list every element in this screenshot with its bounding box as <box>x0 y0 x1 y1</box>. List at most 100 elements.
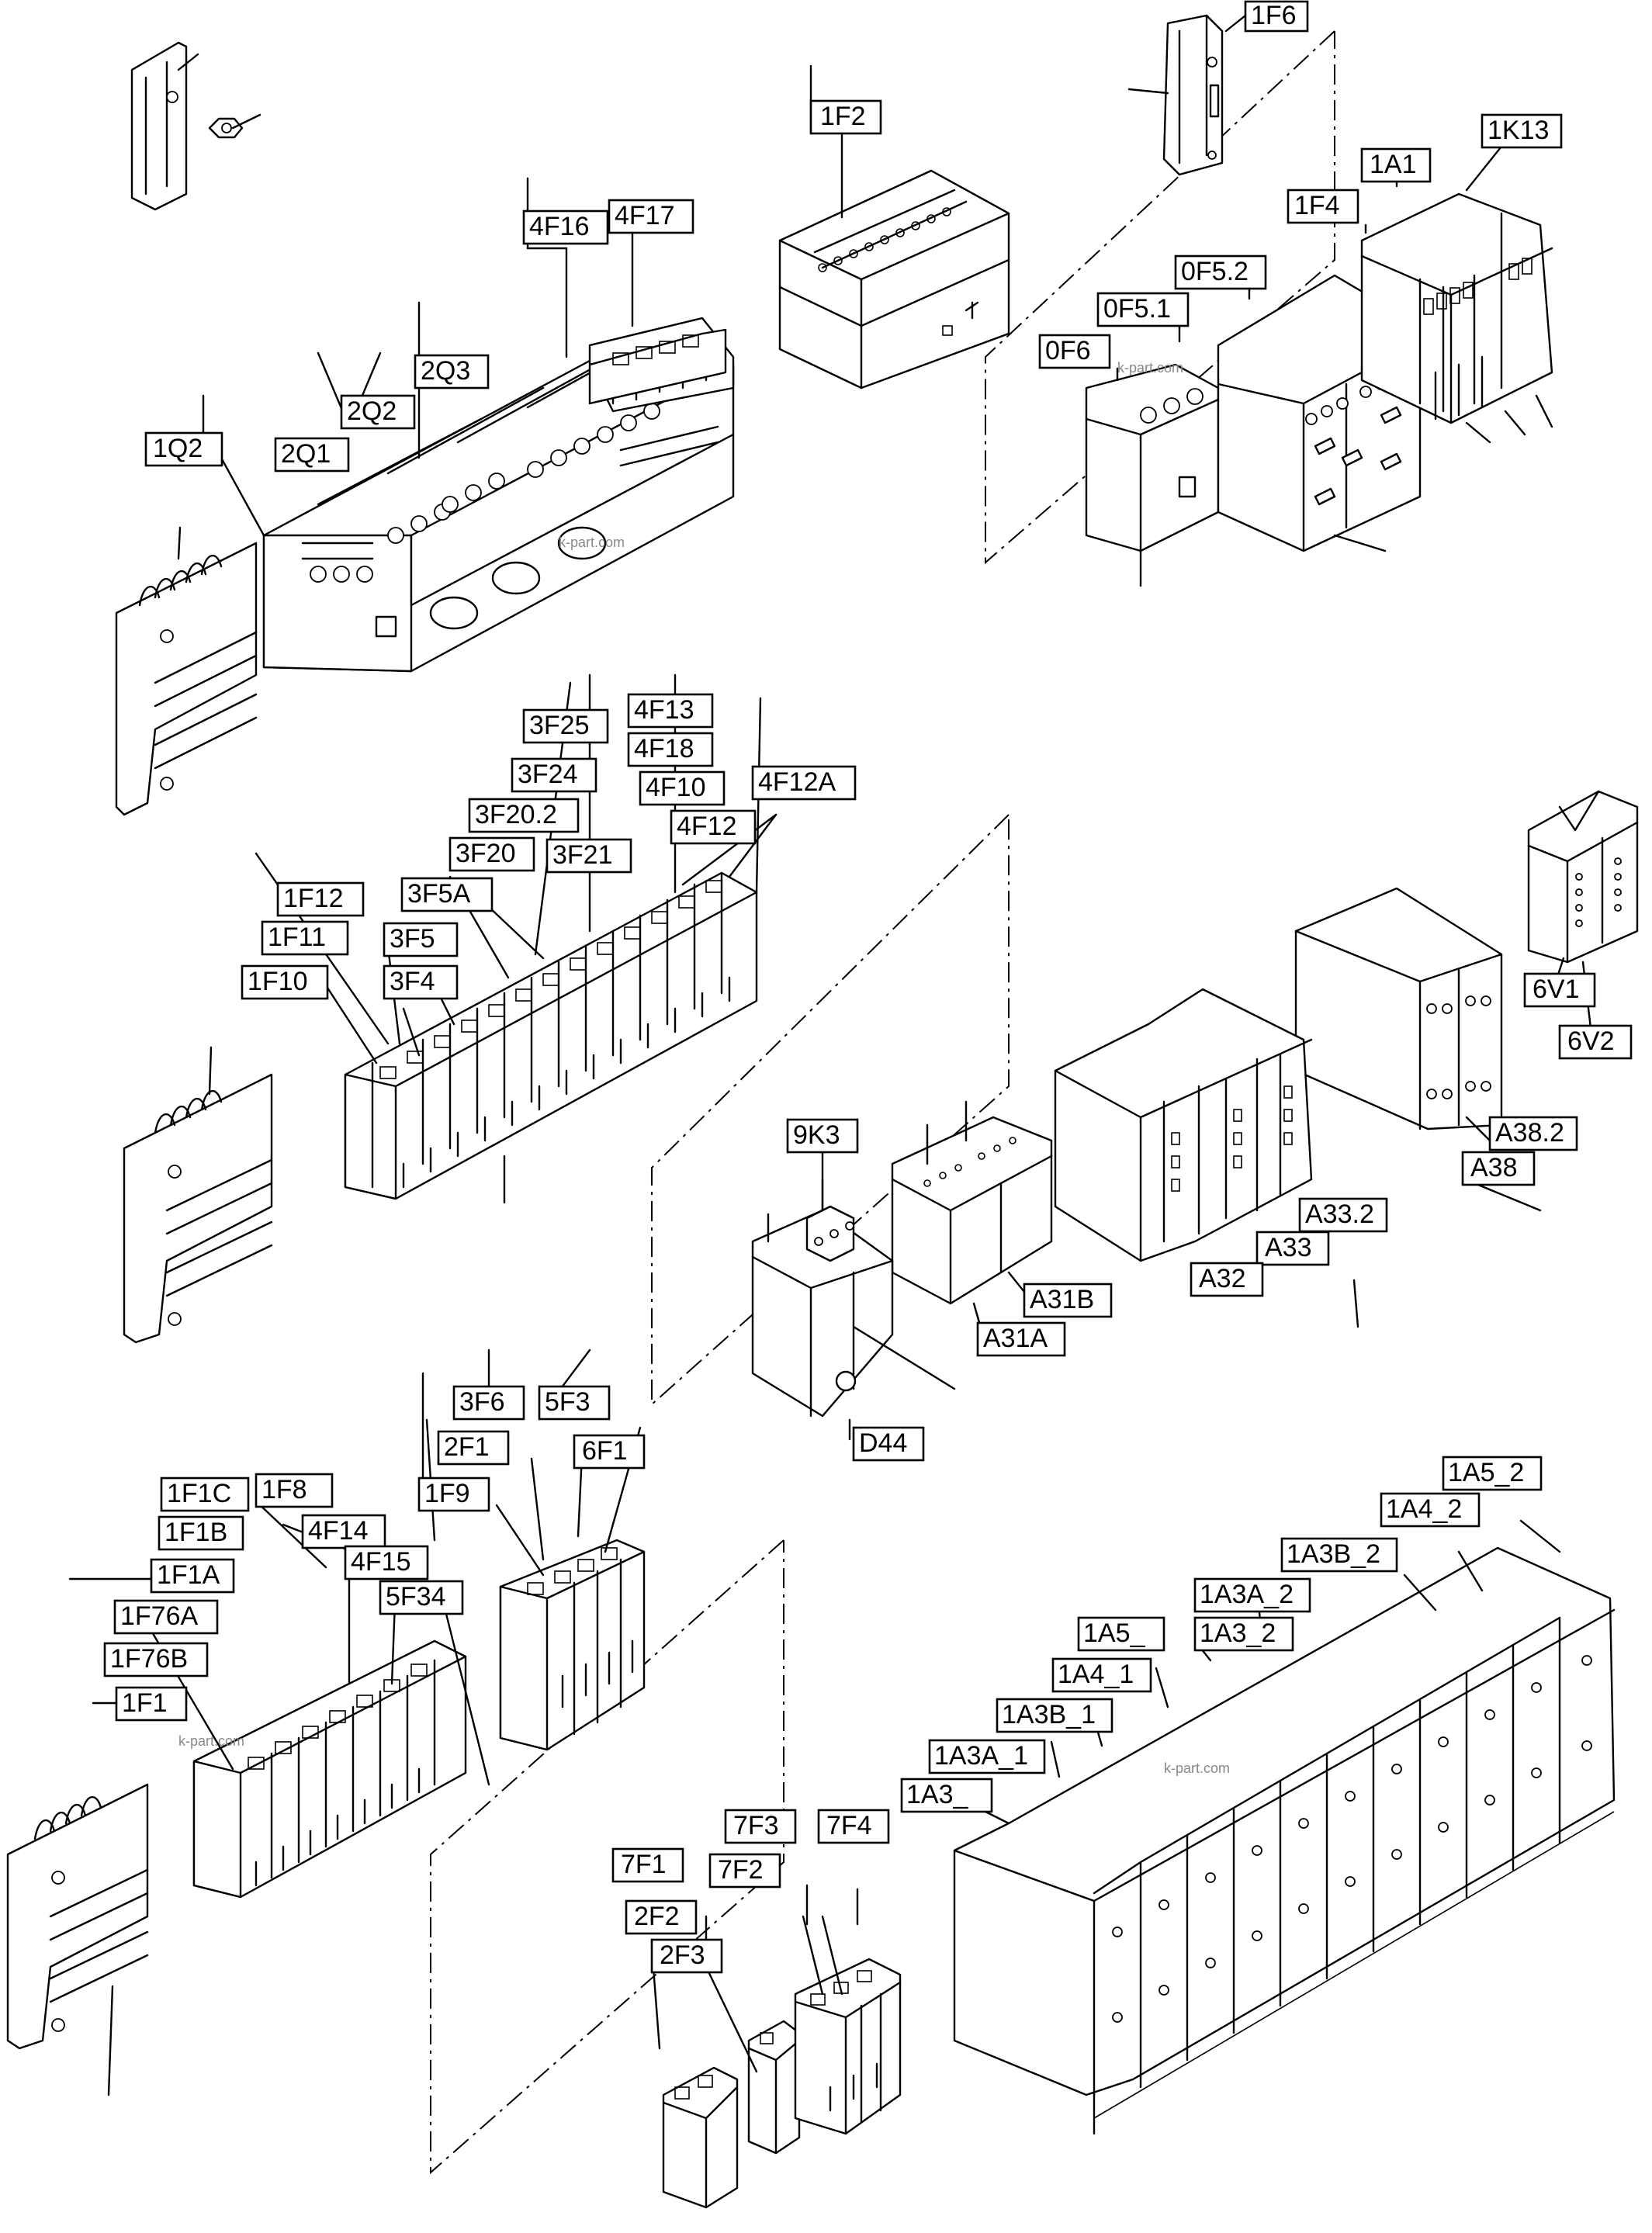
label-A33: A33 <box>1255 1231 1330 1266</box>
label-1F9: 1F9 <box>417 1477 490 1512</box>
svg-text:4F14: 4F14 <box>308 1516 369 1546</box>
relay-row-1A <box>953 1546 1616 2135</box>
svg-text:7F3: 7F3 <box>733 1811 779 1840</box>
din-rail-1 <box>115 526 258 816</box>
svg-text:3F20.2: 3F20.2 <box>475 800 557 829</box>
svg-text:1F12: 1F12 <box>283 884 344 913</box>
label-6V1: 6V1 <box>1523 972 1596 1008</box>
svg-text:1F11: 1F11 <box>268 923 326 952</box>
group-outline-middle <box>651 814 1010 1407</box>
label-2Q2: 2Q2 <box>340 394 416 430</box>
svg-text:A33: A33 <box>1265 1233 1312 1262</box>
svg-text:A38: A38 <box>1470 1153 1518 1182</box>
svg-text:1A3A_1: 1A3A_1 <box>934 1741 1028 1771</box>
svg-text:1F10: 1F10 <box>248 967 308 996</box>
svg-text:3F21: 3F21 <box>552 840 613 870</box>
module-A32-A33 <box>1054 988 1313 1262</box>
label-9K3: 9K3 <box>786 1118 859 1154</box>
label-1F8: 1F8 <box>255 1473 334 1508</box>
label-3F5: 3F5 <box>383 922 459 957</box>
label-A38: A38 <box>1461 1151 1536 1186</box>
label-1F11: 1F11 <box>261 920 349 956</box>
label-4F17: 4F17 <box>608 199 694 234</box>
breaker-row-middle <box>344 871 758 1204</box>
svg-text:4F13: 4F13 <box>634 695 694 725</box>
module-1F2 <box>778 169 1010 389</box>
svg-text:1A3_: 1A3_ <box>906 1780 968 1809</box>
label-2F2: 2F2 <box>625 1899 698 1935</box>
svg-text:1A1: 1A1 <box>1370 150 1417 179</box>
label-4F10: 4F10 <box>639 770 726 806</box>
svg-text:9K3: 9K3 <box>793 1120 840 1150</box>
label-1F4: 1F4 <box>1287 189 1359 224</box>
label-1A3B_2: 1A3B_2 <box>1280 1537 1398 1573</box>
group-outline-bottom <box>430 1539 784 2175</box>
svg-text:1F1C: 1F1C <box>167 1479 231 1508</box>
label-1F10: 1F10 <box>241 964 329 1000</box>
watermark: k-part.com <box>178 1733 244 1749</box>
svg-text:3F5: 3F5 <box>390 924 435 954</box>
label-6F1: 6F1 <box>573 1434 646 1470</box>
label-0F6: 0F6 <box>1038 334 1111 369</box>
svg-text:7F4: 7F4 <box>826 1811 872 1840</box>
din-rail-2 <box>123 1046 273 1344</box>
svg-text:1A3_2: 1A3_2 <box>1200 1618 1276 1648</box>
watermark: k-part.com <box>1164 1760 1230 1776</box>
svg-text:5F3: 5F3 <box>545 1387 590 1417</box>
svg-text:1A4_1: 1A4_1 <box>1058 1660 1134 1689</box>
label-4F15: 4F15 <box>344 1545 429 1580</box>
label-1A5_: 1A5_ <box>1077 1616 1165 1652</box>
group-outline-top-right <box>985 30 1335 565</box>
svg-text:3F25: 3F25 <box>529 711 590 740</box>
label-3F20: 3F20 <box>448 836 535 872</box>
din-rail-3 <box>6 1783 149 2096</box>
svg-text:4F12: 4F12 <box>677 812 737 841</box>
label-1Q2: 1Q2 <box>144 431 223 467</box>
svg-text:A31A: A31A <box>983 1324 1048 1353</box>
label-1F6: 1F6 <box>1244 0 1309 33</box>
svg-text:4F15: 4F15 <box>351 1547 411 1577</box>
svg-text:0F5.1: 0F5.1 <box>1103 294 1171 324</box>
svg-text:2F1: 2F1 <box>444 1432 490 1462</box>
label-1K13: 1K13 <box>1481 113 1563 149</box>
label-4F12A: 4F12A <box>751 765 857 801</box>
svg-text:1F4: 1F4 <box>1294 191 1340 220</box>
svg-text:2Q2: 2Q2 <box>347 396 397 426</box>
svg-text:1A5_2: 1A5_2 <box>1448 1458 1524 1487</box>
svg-text:4F17: 4F17 <box>615 201 675 230</box>
label-A31A: A31A <box>976 1321 1066 1357</box>
labels: 1F6 1F2 1K13 1A1 1F4 0F5.2 0F5.1 0F6 4F1… <box>103 0 1633 1974</box>
label-3F4: 3F4 <box>383 964 459 1000</box>
svg-text:A33.2: A33.2 <box>1305 1200 1374 1229</box>
label-2F3: 2F3 <box>650 1938 723 1974</box>
label-1F12: 1F12 <box>276 881 365 917</box>
svg-text:2Q3: 2Q3 <box>421 356 470 386</box>
label-1A3_: 1A3_ <box>900 1778 993 1813</box>
module-1A1-1K13 <box>1360 192 1553 444</box>
svg-text:1Q2: 1Q2 <box>153 434 203 463</box>
svg-text:1A3B_2: 1A3B_2 <box>1287 1539 1380 1569</box>
svg-text:3F5A: 3F5A <box>407 879 471 909</box>
label-A38.2: A38.2 <box>1488 1116 1578 1151</box>
label-A32: A32 <box>1190 1262 1264 1297</box>
svg-text:6V2: 6V2 <box>1567 1026 1615 1056</box>
label-4F12: 4F12 <box>670 809 757 845</box>
breaker-row-2F1 <box>499 1539 646 1751</box>
svg-text:1F1B: 1F1B <box>165 1518 227 1547</box>
label-1A3A_2: 1A3A_2 <box>1193 1577 1311 1613</box>
svg-text:3F4: 3F4 <box>390 967 435 996</box>
label-1A3A_1: 1A3A_1 <box>928 1739 1046 1774</box>
label-1F1A: 1F1A <box>150 1558 235 1594</box>
svg-text:6V1: 6V1 <box>1533 975 1580 1004</box>
svg-text:A32: A32 <box>1199 1264 1246 1293</box>
svg-text:1K13: 1K13 <box>1487 116 1549 145</box>
label-3F20.2: 3F20.2 <box>468 798 580 833</box>
label-A33.2: A33.2 <box>1298 1197 1388 1233</box>
svg-text:1F1A: 1F1A <box>157 1560 220 1590</box>
svg-text:4F10: 4F10 <box>646 773 706 802</box>
label-5F3: 5F3 <box>538 1385 611 1421</box>
svg-text:1A3A_2: 1A3A_2 <box>1200 1580 1294 1609</box>
svg-text:0F5.2: 0F5.2 <box>1181 257 1249 286</box>
label-3F6: 3F6 <box>452 1385 525 1421</box>
